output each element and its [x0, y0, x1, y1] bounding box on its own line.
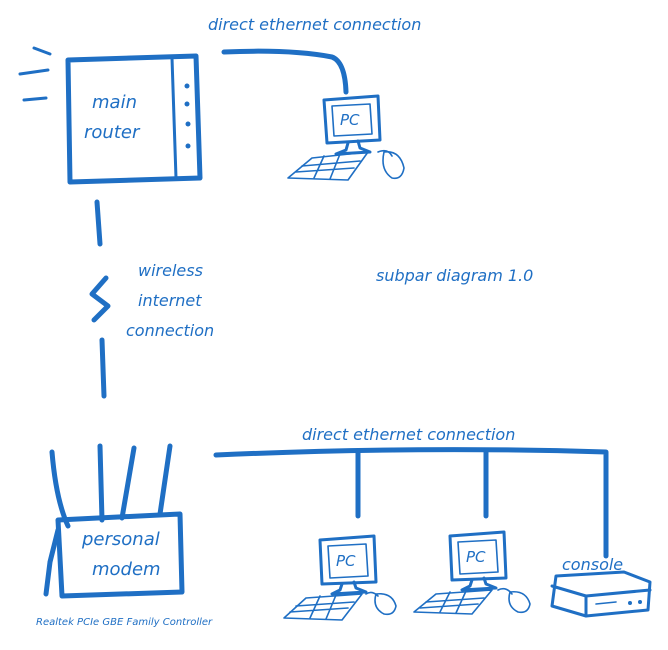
bottom-ethernet-label: direct ethernet connection: [302, 425, 515, 444]
pc-top: PC: [287, 94, 405, 181]
router-label-line2: router: [84, 122, 141, 143]
router-label-line1: main: [92, 92, 137, 113]
top-ethernet-connection: direct ethernet connection: [208, 15, 421, 95]
wireless-label-line2: internet: [138, 291, 202, 310]
pc-bottom-1: PC: [283, 534, 397, 621]
modem-label-line1: personal: [81, 529, 160, 550]
modem-caption: Realtek PCIe GBE Family Controller: [36, 617, 213, 628]
router-status-lights: [184, 83, 191, 149]
pc-bottom-2-label: PC: [466, 548, 486, 566]
personal-modem: personal modem Realtek PCIe GBE Family C…: [36, 443, 213, 628]
game-console: console: [550, 555, 652, 618]
top-ethernet-label: direct ethernet connection: [208, 15, 421, 34]
wireless-link: wireless internet connection: [89, 199, 214, 399]
diagram-title: subpar diagram 1.0: [376, 266, 533, 285]
main-router: main router: [18, 46, 203, 185]
wireless-label-line3: connection: [126, 321, 214, 340]
router-signal-marks: [18, 46, 52, 102]
pc-top-label: PC: [340, 111, 360, 129]
pc-bottom-2: PC: [413, 530, 531, 615]
bottom-ethernet-connection: direct ethernet connection: [213, 425, 609, 559]
modem-label-line2: modem: [92, 559, 161, 580]
console-label: console: [562, 555, 623, 574]
pc-bottom-1-label: PC: [336, 552, 356, 570]
wireless-label-line1: wireless: [138, 261, 203, 280]
